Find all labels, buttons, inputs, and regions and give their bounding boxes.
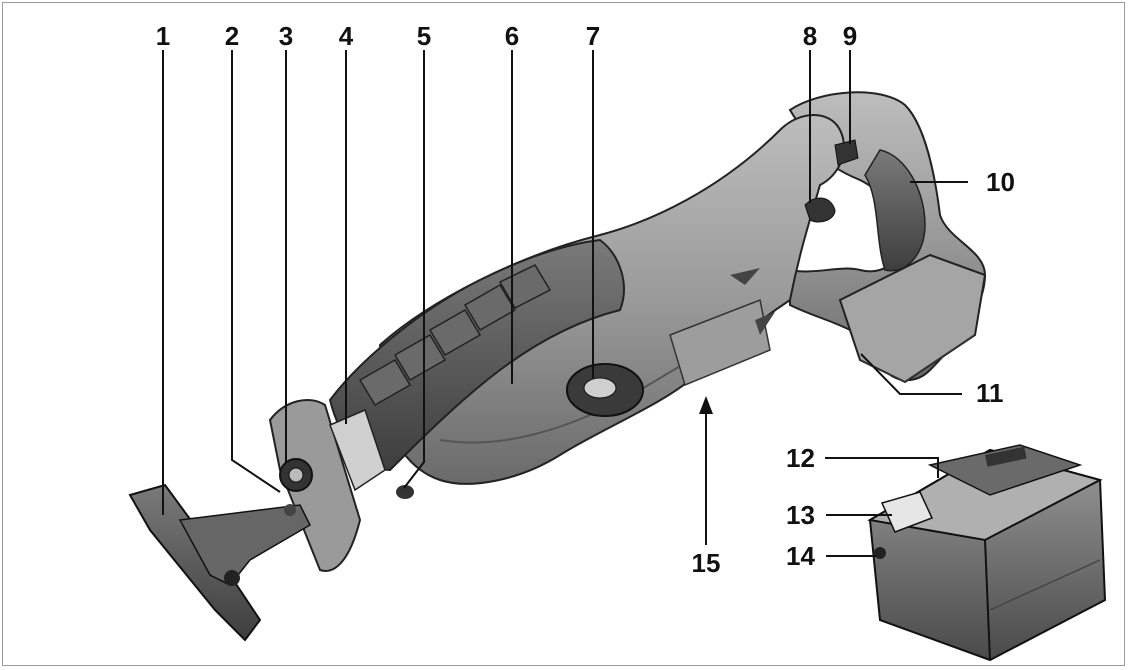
side-panel: [669, 298, 771, 387]
saw-shoe: [128, 483, 262, 642]
shoe-mount: [268, 399, 362, 572]
callout-label-4: 4: [339, 21, 354, 51]
callout-label-2: 2: [225, 21, 239, 51]
callout-label-15: 15: [692, 548, 721, 578]
callout-label-12: 12: [786, 443, 815, 473]
battery-pack: [867, 444, 1107, 662]
release-lever: [329, 408, 386, 492]
callout-label-1: 1: [156, 21, 170, 51]
trigger: [804, 197, 836, 223]
callout-label-7: 7: [586, 21, 600, 51]
callout-label-11: 11: [976, 378, 1004, 408]
handle-grip: [864, 149, 926, 272]
gear-housing: [328, 238, 625, 472]
callout-label-5: 5: [417, 21, 431, 51]
callout-label-10: 10: [986, 167, 1015, 197]
charge-indicator: [874, 547, 886, 559]
callout-label-6: 6: [505, 21, 519, 51]
callout-label-9: 9: [843, 21, 857, 51]
callout-label-13: 13: [786, 500, 815, 530]
leader-lines: [162, 50, 968, 557]
callout-label-14: 14: [786, 541, 815, 571]
saw-tool: [128, 91, 987, 642]
battery-rail: [927, 444, 1083, 496]
callout-label-3: 3: [279, 21, 293, 51]
shoe-arm: [178, 504, 311, 586]
battery-release-button: [880, 491, 934, 533]
lock-button: [834, 139, 859, 166]
callout-label-8: 8: [803, 21, 817, 51]
